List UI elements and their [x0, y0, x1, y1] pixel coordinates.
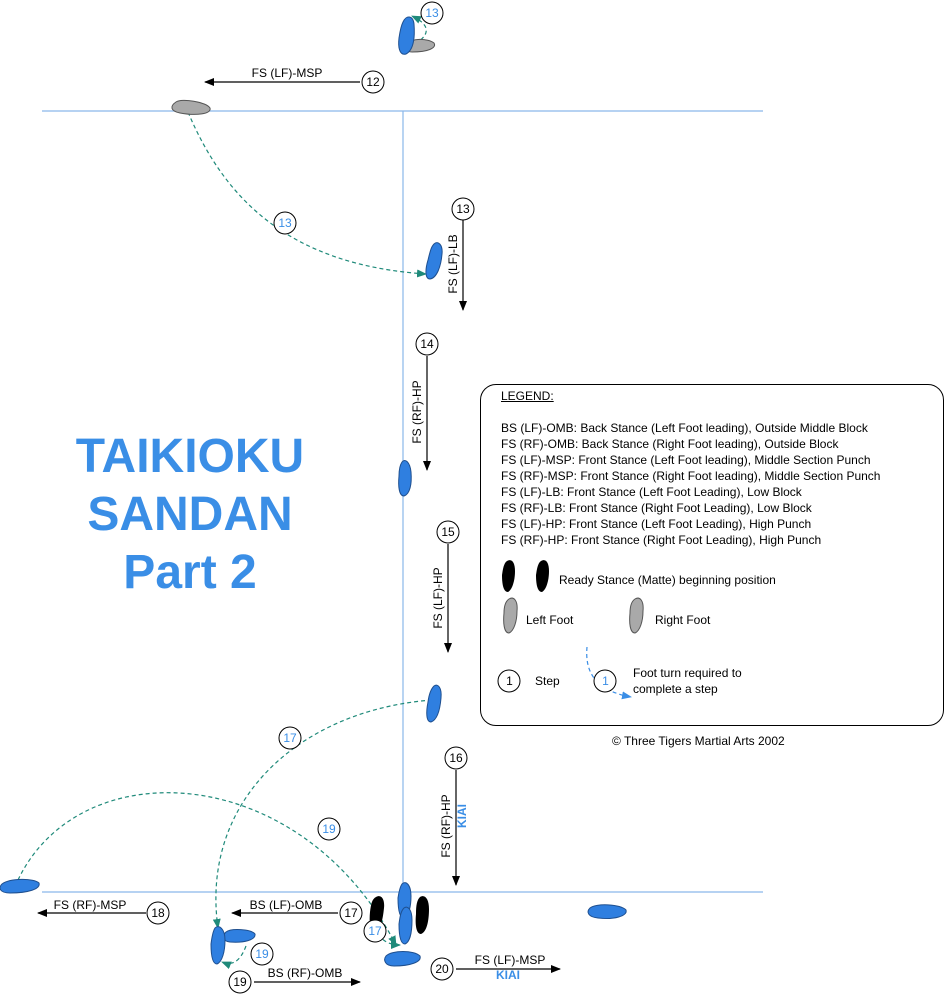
legend-step-label: Step [535, 674, 560, 688]
blue-foot-icon [398, 459, 412, 497]
move-label-14: FS (RF)-HP [410, 380, 424, 443]
step-16: 16 [444, 746, 468, 770]
turn-path-example [586, 646, 632, 700]
legend-symbols [497, 560, 644, 700]
step-number: 17 [344, 906, 358, 920]
legend-turn-label-1: Foot turn required to [633, 666, 742, 680]
turn-path-17-small [378, 919, 401, 949]
kiai-label-16: KIAI [455, 804, 469, 828]
kiai-label-20: KIAI [496, 968, 520, 982]
legend-turn-number: 1 [602, 674, 609, 688]
turn-19-small: 19 [250, 942, 274, 966]
move-label-13: FS (LF)-LB [446, 234, 460, 293]
step-17: 17 [339, 901, 363, 925]
turn-19: 19 [317, 817, 341, 841]
step-number: 16 [449, 751, 463, 765]
legend-ready-stance: Ready Stance (Matte) beginning position [559, 573, 776, 587]
legend-heading: LEGEND: [501, 389, 554, 403]
turn-number: 13 [425, 6, 439, 20]
legend-line: FS (RF)-LB: Front Stance (Right Foot Lea… [501, 501, 812, 515]
step-number: 18 [151, 906, 165, 920]
turn-path-17 [212, 699, 433, 929]
title-line-3: Part 2 [123, 546, 257, 599]
legend-line: FS (LF)-LB: Front Stance (Left Foot Lead… [501, 485, 802, 499]
turn-path-19 [17, 792, 397, 946]
turn-number: 19 [255, 947, 269, 961]
blue-foot-icon [398, 16, 415, 55]
step-13: 13 [451, 197, 475, 221]
move-label-20: FS (LF)-MSP [475, 953, 546, 967]
legend-right-foot: Right Foot [655, 613, 711, 627]
blue-foot-icon [0, 878, 40, 894]
step-number: 13 [456, 202, 470, 216]
turn-number: 13 [278, 216, 292, 230]
move-label-18: FS (RF)-MSP [54, 898, 127, 912]
turn-circle-example [593, 669, 617, 693]
step-18: 18 [146, 901, 170, 925]
legend-step-number: 1 [506, 674, 513, 688]
gray-foot-icon [629, 597, 644, 634]
legend-line: FS (RF)-OMB: Back Stance (Right Foot lea… [501, 437, 839, 451]
turn-number: 19 [322, 822, 336, 836]
legend-line: FS (LF)-HP: Front Stance (Left Foot Lead… [501, 517, 812, 531]
blue-foot-icon [425, 242, 443, 280]
legend-box: LEGEND: BS (LF)-OMB: Back Stance (Left F… [480, 384, 944, 726]
turn-number: 17 [283, 731, 297, 745]
title-line-2: SANDAN [87, 488, 293, 541]
legend-line: FS (LF)-MSP: Front Stance (Left Foot lea… [501, 453, 871, 467]
black-foot-icon [536, 560, 549, 592]
turn-path-13 [187, 111, 427, 278]
legend-turn-label-2: complete a step [633, 682, 718, 696]
step-12: 12 [361, 70, 385, 94]
blue-foot-icon [587, 904, 627, 919]
title-line-1: TAIKIOKU [75, 430, 305, 483]
move-label-17: BS (LF)-OMB [250, 898, 323, 912]
legend-line: FS (RF)-HP: Front Stance (Right Foot Lea… [501, 533, 822, 547]
step-number: 20 [435, 962, 449, 976]
legend-line: BS (LF)-OMB: Back Stance (Left Foot lead… [501, 421, 868, 435]
move-label-15: FS (LF)-HP [431, 567, 445, 628]
move-label-19: BS (RF)-OMB [268, 966, 343, 980]
blue-foot-icon [426, 684, 442, 723]
gray-foot-icon [503, 597, 518, 634]
step-number: 12 [366, 75, 380, 89]
move-label-16: FS (RF)-HP [439, 794, 453, 857]
legend-line: FS (RF)-MSP: Front Stance (Right Foot le… [501, 469, 881, 483]
copyright-notice: © Three Tigers Martial Arts 2002 [612, 734, 785, 748]
legend-left-foot: Left Foot [526, 613, 574, 627]
step-14: 14 [415, 332, 439, 356]
turn-path-19-small [221, 945, 247, 970]
diagram-title: TAIKIOKU SANDAN Part 2 [60, 428, 320, 602]
turn-17-small: 17 [363, 919, 387, 943]
step-19: 19 [228, 970, 252, 994]
step-number: 15 [441, 525, 455, 539]
black-foot-icon [415, 896, 429, 934]
move-label-12: FS (LF)-MSP [252, 66, 323, 80]
step-number: 19 [233, 975, 247, 989]
step-15: 15 [436, 520, 460, 544]
step-circle-example [497, 669, 521, 693]
blue-foot-icon [222, 929, 256, 943]
legend-abbreviations: BS (LF)-OMB: Back Stance (Left Foot lead… [501, 420, 880, 548]
turn-13-top: 13 [420, 1, 444, 25]
blue-foot-icon [398, 906, 413, 945]
turn-number: 17 [368, 924, 382, 938]
step-20: 20 [430, 957, 454, 981]
gray-foot-icon [171, 99, 211, 115]
foot-step-13-top [398, 16, 436, 55]
turn-13: 13 [273, 211, 297, 235]
turn-17: 17 [278, 726, 302, 750]
step-number: 14 [420, 337, 434, 351]
blue-foot-icon [210, 926, 226, 965]
blue-foot-icon [384, 951, 421, 967]
black-foot-icon [502, 560, 515, 592]
